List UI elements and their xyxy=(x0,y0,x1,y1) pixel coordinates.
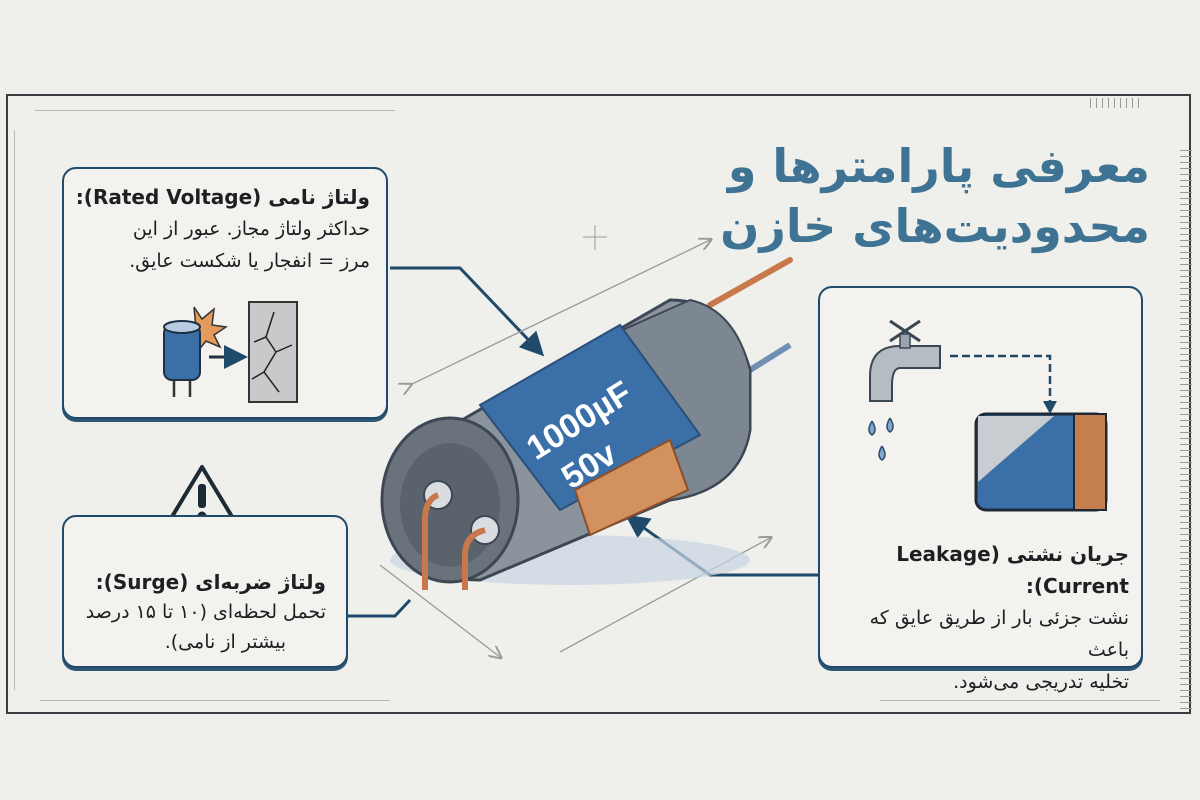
leakage-line1: نشت جزئی بار از طریق عایق که باعث xyxy=(869,607,1129,661)
leakage-line2: تخلیه تدریجی می‌شود. xyxy=(953,671,1129,693)
ruler-vertical xyxy=(1180,150,1192,710)
rated-voltage-line1: حداکثر ولتاژ مجاز. عبور از این xyxy=(132,218,370,240)
dielectric-layers-icon xyxy=(974,412,1108,512)
guide-line xyxy=(35,110,395,111)
guide-line xyxy=(14,130,15,690)
guide-line xyxy=(880,700,1160,701)
surge-line2: بیشتر از نامی). xyxy=(164,631,286,653)
capacitor-illustration: 1000µF 50v xyxy=(380,257,793,590)
page-title: معرفی پارامترها و محدودیت‌های خازن xyxy=(720,139,1151,253)
ruler-horizontal xyxy=(1090,98,1140,108)
card-rated-voltage: ولتاژ نامی (Rated Voltage): حداکثر ولتاژ… xyxy=(62,167,388,419)
card-leakage-current: جریان نشتی (Leakage Current): نشت جزئی ب… xyxy=(818,286,1143,693)
surge-heading: ولتاژ ضربه‌ای (Surge): xyxy=(95,570,326,594)
rated-voltage-line2: مرز = انفجار یا شکست عایق. xyxy=(129,250,370,272)
guide-line xyxy=(40,700,390,701)
exploding-capacitor-icon xyxy=(163,301,298,403)
dripping-faucet-icon xyxy=(868,319,1057,461)
rated-voltage-heading: ولتاژ نامی (Rated Voltage): xyxy=(75,185,370,209)
surge-line1: تحمل لحظه‌ای (۱۰ تا ۱۵ درصد xyxy=(85,601,326,623)
leakage-heading: جریان نشتی (Leakage Current): xyxy=(896,542,1129,598)
card-surge: ولتاژ ضربه‌ای (Surge): تحمل لحظه‌ای (۱۰ … xyxy=(62,515,348,668)
